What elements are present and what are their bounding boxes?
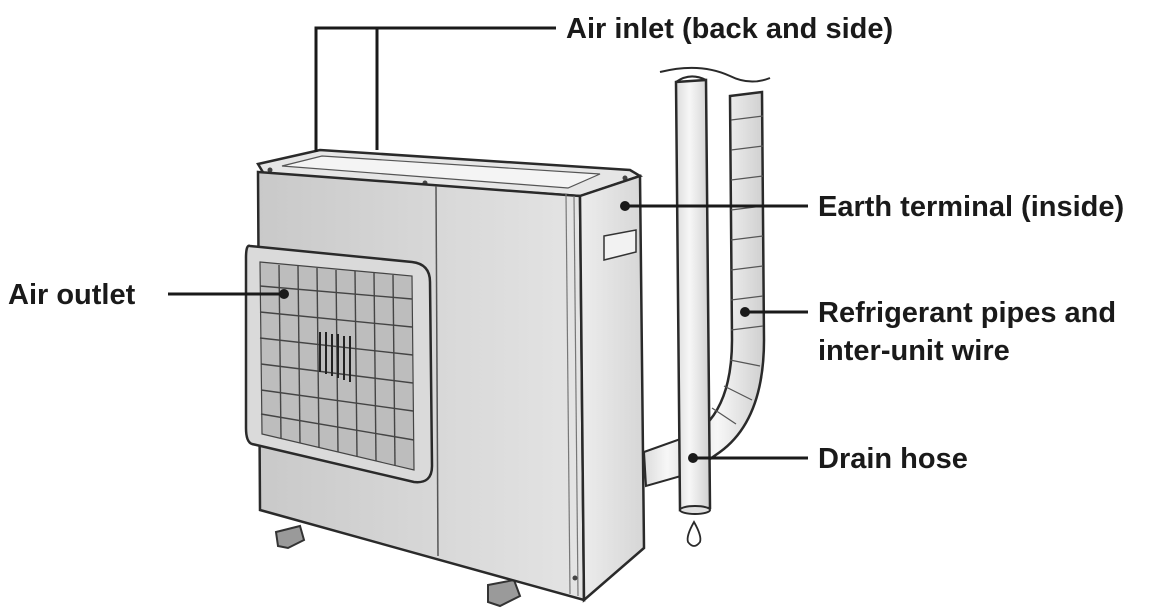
label-air-inlet: Air inlet (back and side) <box>566 13 893 45</box>
mounting-feet <box>274 524 522 608</box>
leader-dots <box>279 201 750 463</box>
drain-hose <box>659 66 771 547</box>
label-earth-terminal: Earth terminal (inside) <box>818 191 1124 223</box>
front-panel-seam <box>435 185 439 557</box>
water-drop-icon <box>686 520 702 547</box>
unit-side-panel <box>578 174 646 603</box>
label-refrigerant-line2: inter-unit wire <box>818 335 1010 367</box>
label-refrigerant-line1: Refrigerant pipes and <box>818 297 1116 329</box>
fan-grille <box>244 244 434 484</box>
label-air-outlet: Air outlet <box>8 279 136 311</box>
label-drain-hose: Drain hose <box>818 443 968 475</box>
earth-terminal-plate <box>603 229 637 261</box>
leader-lines <box>168 26 808 460</box>
